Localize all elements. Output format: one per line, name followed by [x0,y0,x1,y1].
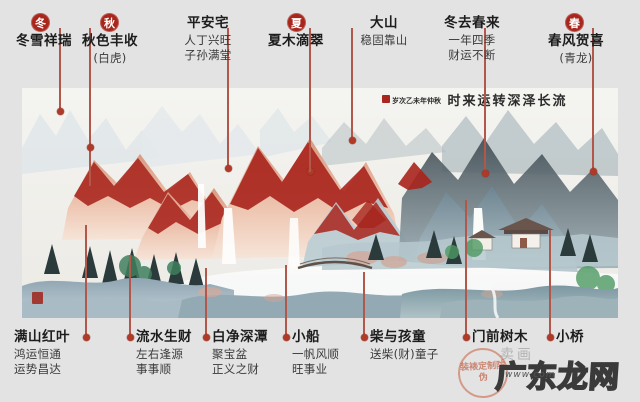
season-badge-spring-label: 春 [569,16,580,30]
annotation-firewood-child: 柴与孩童 送柴(财)童子 [370,329,462,362]
leader-line-top-6 [484,28,486,172]
annotation-red-leaves: 满山红叶 鸿运恒通 运势昌达 [14,329,90,377]
annotation-title: 秋色丰收 [82,33,138,49]
leader-line-bottom-7 [549,230,551,335]
annotation-peaceful-home: 平安宅 人丁兴旺 子孙满堂 [152,15,264,63]
annotation-line: 左右逢源 [136,346,184,361]
annotation-trees-by-door: 门前树木 [472,329,552,347]
annotation-autumn-harvest: 秋色丰收 (白虎) [66,33,154,66]
annotation-line: 鸿运恒通 [14,346,62,361]
annotation-title: 春风贺喜 [548,33,604,49]
annotation-summer-greenery: 夏木滴翠 [250,33,342,51]
calligraphy-signature: 岁次乙未年仲秋 [392,96,441,105]
season-badge-autumn-label: 秋 [104,16,115,30]
leader-line-top-3 [227,28,229,170]
annotation-spring-returns: 冬去春来 一年四季 财运不断 [420,15,524,63]
calligraphy-seal-icon [382,95,390,103]
annotation-line: 稳固靠山 [360,32,408,47]
annotation-line: 子孙满堂 [184,47,232,62]
leader-dot-top-3 [224,165,232,172]
leader-line-top-5 [351,28,353,140]
annotation-title: 满山红叶 [14,329,70,345]
annotation-line: 送柴(财)童子 [370,346,439,361]
annotation-title: 流水生财 [136,329,192,345]
season-badge-summer-label: 夏 [291,16,302,30]
calligraphy-text: 时来运转深泽长流 [447,94,568,109]
leader-dot-bottom-5 [360,334,368,341]
annotation-line: 人丁兴旺 [184,32,232,47]
annotation-line: 一帆风顺 [292,346,340,361]
leader-dot-bottom-3 [202,334,210,341]
annotation-line: 聚宝盆 [212,346,248,361]
annotation-title: 小船 [292,329,320,345]
annotation-flowing-water: 流水生财 左右逢源 事事顺 [136,329,212,377]
leader-dot-bottom-4 [282,334,290,341]
annotation-line: 正义之财 [212,361,260,376]
leader-line-top-2 [89,28,91,186]
season-badge-autumn: 秋 [100,13,119,32]
annotation-title: 冬雪祥瑞 [16,33,72,49]
leader-line-bottom-2 [129,255,131,335]
annotation-title: 冬去春来 [444,15,500,31]
season-badge-spring: 春 [565,13,584,32]
leader-line-top-7 [592,28,594,170]
leader-line-bottom-3 [205,268,207,335]
leader-dot-top-1 [56,108,64,115]
leader-line-bottom-6 [465,200,467,335]
annotation-title: 平安宅 [187,15,229,31]
annotation-title: 白净深潭 [212,329,268,345]
leader-dot-bottom-2 [126,334,134,341]
annotation-line: 运势昌达 [14,361,62,376]
leader-dot-top-2 [86,144,94,151]
leader-line-bottom-1 [85,225,87,335]
leader-dot-top-5 [348,137,356,144]
annotation-spring-breeze: 春风贺喜 (青龙) [530,33,622,66]
watermark-faint-text: 卖画 [500,347,534,363]
annotation-winter-snow: 冬雪祥瑞 [0,33,88,51]
annotation-line: 财运不断 [448,47,496,62]
annotation-line: 事事顺 [136,361,172,376]
leader-dot-bottom-6 [462,334,470,341]
leader-line-bottom-5 [363,272,365,335]
leader-line-bottom-4 [285,265,287,335]
annotation-title: 门前树木 [472,329,528,345]
artist-seal-icon [32,292,43,304]
annotation-small-boat: 小船 一帆风顺 旺事业 [292,329,368,377]
annotation-title: 夏木滴翠 [268,33,324,49]
annotation-title: 大山 [370,15,398,31]
leader-line-top-1 [59,28,61,112]
painting-calligraphy: 岁次乙未年仲秋 时来运转深泽长流 [382,90,568,109]
landscape-painting: 岁次乙未年仲秋 时来运转深泽长流 [22,88,618,318]
painting-artwork [22,88,618,318]
annotation-line: (白虎) [93,50,127,65]
annotation-line: (青龙) [559,50,593,65]
watermark-brand-url: www.com [505,370,556,380]
annotation-line: 旺事业 [292,361,328,376]
annotation-title: 柴与孩童 [370,329,426,345]
leader-dot-top-7 [589,168,597,175]
annotation-small-bridge: 小桥 [556,329,616,347]
leader-line-top-4b [309,96,311,172]
leader-dot-top-6 [481,170,489,177]
season-badge-winter-label: 冬 [35,16,46,30]
season-badge-summer: 夏 [287,13,306,32]
annotation-great-mountain: 大山 稳固靠山 [340,15,428,48]
leader-line-top-4 [309,28,311,98]
annotation-deep-pool: 白净深潭 聚宝盆 正义之财 [212,329,288,377]
leader-dot-bottom-7 [546,334,554,341]
annotation-title: 小桥 [556,329,584,345]
season-badge-winter: 冬 [31,13,50,32]
annotation-line: 一年四季 [448,32,496,47]
leader-dot-bottom-1 [82,334,90,341]
